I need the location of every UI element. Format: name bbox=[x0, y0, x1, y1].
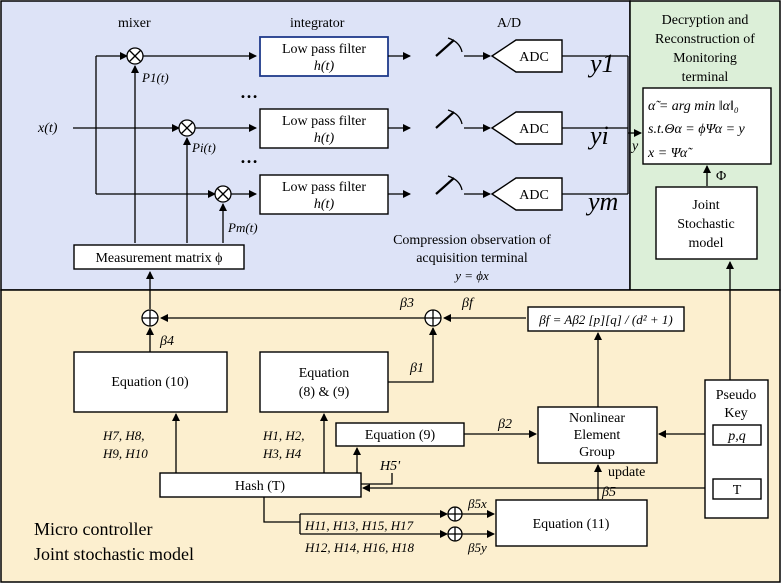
caption-eq: y = ϕx bbox=[453, 268, 489, 283]
recon-eq1: α̃ = arg min ‖α‖₀ bbox=[648, 99, 739, 114]
beta-f-formula-box: βf = Aβ2 [p][q] / (d² + 1) bbox=[527, 306, 685, 332]
measurement-matrix-box: Measurement matrix ϕ bbox=[73, 244, 245, 270]
beta5-label: β5 bbox=[601, 485, 616, 500]
lpf-i-title: Low pass filter bbox=[282, 114, 366, 129]
mixer-m bbox=[214, 185, 232, 203]
lpf-i: Low pass filter h(t) bbox=[259, 108, 389, 149]
controller-title-1: Micro controller bbox=[34, 519, 152, 539]
pq-label: p,q bbox=[727, 429, 746, 444]
beta2-label: β2 bbox=[497, 417, 512, 432]
dots-2: … bbox=[240, 147, 258, 167]
sampling-switch-1 bbox=[435, 37, 491, 60]
lpf-m-sub: h(t) bbox=[314, 197, 335, 212]
sum-node-beta4 bbox=[141, 309, 159, 327]
mixer-i bbox=[178, 119, 196, 137]
h-set2-l1: H1, H2, bbox=[262, 428, 305, 443]
monitor-title-3: Monitoring bbox=[673, 51, 737, 66]
update-label: update bbox=[608, 465, 645, 480]
sum-node-beta5y bbox=[447, 526, 463, 542]
equation-11-box: Equation (11) bbox=[495, 499, 648, 547]
h-set1-l2: H9, H10 bbox=[102, 446, 148, 461]
beta-f-formula: βf = Aβ2 [p][q] / (d² + 1) bbox=[538, 312, 672, 327]
sampling-switch-m bbox=[435, 175, 491, 198]
caption-line2: acquisition terminal bbox=[416, 251, 528, 266]
lpf-1: Low pass filter h(t) bbox=[259, 36, 389, 77]
eq89-out bbox=[388, 352, 434, 383]
pi-label: Pi(t) bbox=[191, 140, 216, 155]
monitor-title-1: Decryption and bbox=[662, 13, 749, 28]
lpf-m-title: Low pass filter bbox=[282, 180, 366, 195]
nonlinear-line2: Element bbox=[574, 428, 621, 443]
h5p-line bbox=[361, 473, 393, 485]
input-label: x(t) bbox=[37, 121, 58, 136]
hash-box: Hash (T) bbox=[159, 472, 362, 498]
recon-eq2: s.t.Θα = ϕΨα = y bbox=[648, 122, 746, 137]
adc-m-label: ADC bbox=[519, 188, 549, 203]
pm-label: Pm(t) bbox=[227, 220, 258, 235]
pseudo-line1: Pseudo bbox=[716, 388, 756, 403]
sum-node-beta5x bbox=[447, 506, 463, 522]
t-label: T bbox=[733, 483, 742, 498]
model-line1: Joint bbox=[692, 198, 719, 213]
reconstruction-box: α̃ = arg min ‖α‖₀ s.t.Θα = ϕΨα = y x = Ψ… bbox=[642, 87, 772, 165]
joint-stochastic-model-box: Joint Stochastic model bbox=[655, 186, 758, 260]
equation-10-box: Equation (10) bbox=[73, 351, 228, 413]
equation-9-box: Equation (9) bbox=[335, 422, 465, 447]
eq89-line1: Equation bbox=[299, 366, 350, 381]
h-even-label: H12, H14, H16, H18 bbox=[304, 540, 415, 555]
adc-m: ADC bbox=[490, 177, 563, 211]
nonlinear-element-group-box: Nonlinear Element Group bbox=[537, 406, 658, 464]
caption-line1: Compression observation of bbox=[393, 233, 551, 248]
lpf-1-sub: h(t) bbox=[314, 59, 335, 74]
integrator-label: integrator bbox=[290, 16, 345, 31]
pseudo-key-box: Pseudo Key p,q T bbox=[704, 379, 769, 519]
dots-1: … bbox=[240, 82, 258, 102]
y-input-label: y bbox=[630, 139, 639, 154]
adc-1-label: ADC bbox=[519, 50, 549, 65]
adc-i: ADC bbox=[490, 111, 563, 145]
recon-eq3: x = Ψα̃ bbox=[647, 146, 693, 161]
mixer-label: mixer bbox=[118, 16, 151, 31]
monitor-title-4: terminal bbox=[682, 70, 729, 85]
lpf-1-title: Low pass filter bbox=[282, 42, 366, 57]
y1-label: y1 bbox=[587, 49, 615, 78]
beta5y-label: β5y bbox=[467, 540, 487, 555]
eq89-line2: (8) & (9) bbox=[299, 385, 350, 400]
equation-8-9-box: Equation (8) & (9) bbox=[259, 351, 389, 413]
measurement-matrix-label: Measurement matrix ϕ bbox=[95, 251, 222, 266]
monitor-title-2: Reconstruction of bbox=[655, 32, 755, 47]
hash-label: Hash (T) bbox=[235, 479, 285, 494]
phi-label: Φ bbox=[716, 169, 726, 184]
yi-label: yi bbox=[587, 121, 609, 150]
beta5x-label: β5x bbox=[467, 496, 487, 511]
eq11-label: Equation (11) bbox=[533, 517, 610, 532]
h-set2-l2: H3, H4 bbox=[262, 446, 302, 461]
lpf-m: Low pass filter h(t) bbox=[259, 174, 389, 215]
controller-title-2: Joint stochastic model bbox=[34, 544, 194, 564]
nonlinear-line3: Group bbox=[579, 445, 615, 460]
betaf-label: βf bbox=[461, 296, 475, 311]
h5p-label: H5' bbox=[379, 459, 401, 474]
sum-node-beta3 bbox=[424, 309, 442, 327]
eq10-label: Equation (10) bbox=[111, 375, 189, 390]
beta1-label: β1 bbox=[409, 361, 424, 376]
model-line2: Stochastic bbox=[677, 217, 735, 232]
lpf-i-sub: h(t) bbox=[314, 131, 335, 146]
h-set1-l1: H7, H8, bbox=[102, 428, 145, 443]
p1-label: P1(t) bbox=[141, 70, 169, 85]
model-line3: model bbox=[689, 236, 724, 251]
adc-i-label: ADC bbox=[519, 122, 549, 137]
sampling-switch-i bbox=[435, 109, 491, 132]
beta4-label: β4 bbox=[159, 334, 174, 349]
nonlinear-line1: Nonlinear bbox=[569, 411, 625, 426]
hash-to-h-lines bbox=[263, 497, 300, 523]
h-odd-label: H11, H13, H15, H17 bbox=[304, 518, 414, 533]
ym-label: ym bbox=[585, 187, 618, 216]
ad-label: A/D bbox=[497, 16, 521, 31]
eq9-label: Equation (9) bbox=[365, 428, 436, 443]
mixer-1 bbox=[126, 47, 144, 65]
pseudo-line2: Key bbox=[724, 406, 747, 421]
beta3-label: β3 bbox=[399, 296, 414, 311]
